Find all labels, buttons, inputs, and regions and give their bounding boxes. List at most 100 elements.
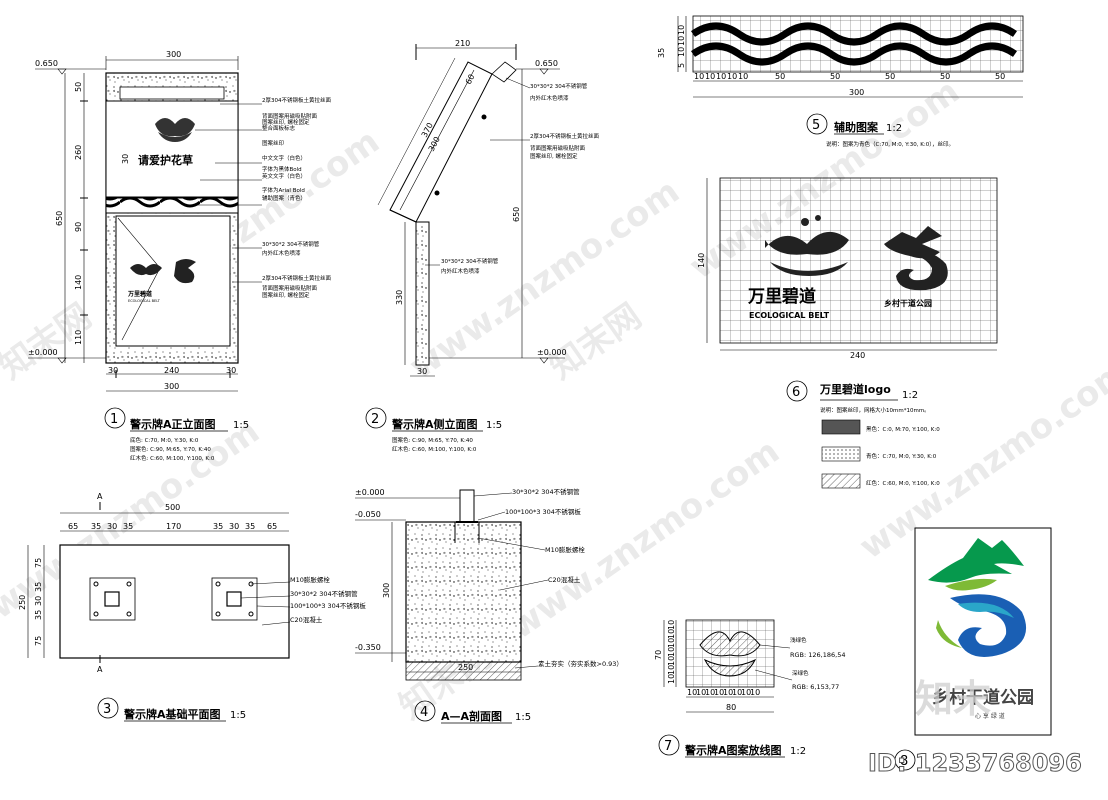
logo-text: 万里碧道 [127,290,152,298]
svg-text:50: 50 [830,72,840,81]
svg-text:M10膨胀螺栓: M10膨胀螺栓 [290,575,330,584]
svg-text:字体为黑体Bold: 字体为黑体Bold [262,165,302,173]
dim-left-4: 110 [74,330,83,345]
svg-text:10: 10 [750,688,760,697]
svg-text:250: 250 [18,595,27,610]
swirl-icon [950,594,1027,657]
svg-text:心 享 绿 道: 心 享 绿 道 [975,712,1005,720]
dim-left-total: 650 [55,211,64,226]
svg-text:140: 140 [697,253,706,268]
svg-text:30: 30 [107,522,117,531]
drawing-7-layout: 70 10 10 10 10 10 10 10 10 10 10 10 10 1… [654,619,846,758]
svg-text:10: 10 [716,72,726,81]
watermark-id: ID: 1233768096 [868,749,1082,777]
svg-text:300: 300 [382,583,391,598]
svg-text:6: 6 [792,385,800,400]
svg-text:RGB: 6,153,77: RGB: 6,153,77 [792,683,839,691]
svg-text:2厚304不锈钢板土黄拉丝面: 2厚304不锈钢板土黄拉丝面 [530,132,599,140]
mountain-logo-icon [884,226,948,291]
svg-text:说明：图案为青色（C:70, M:0, Y:30, K:0）: 说明：图案为青色（C:70, M:0, Y:30, K:0），丝印。 [826,140,954,148]
svg-text:乡村干道公园: 乡村干道公园 [884,298,932,308]
svg-text:500: 500 [165,503,180,512]
drawing-7-title: 警示牌A图案放线图 [684,743,782,757]
svg-text:30*30*2 304不锈钢管: 30*30*2 304不锈钢管 [530,82,588,90]
level-top: 0.650 [35,59,58,68]
logo-sub: ECOLOGICAL BELT [128,299,161,303]
svg-text:辅助图案（青色）: 辅助图案（青色） [262,194,306,202]
dim-top: 300 [166,50,181,59]
svg-text:2厚304不锈钢板土黄拉丝面: 2厚304不锈钢板土黄拉丝面 [262,96,331,104]
svg-text:2: 2 [371,412,379,427]
dim-text-height: 30 [121,154,130,164]
ecological-logo-icon [130,259,196,284]
svg-text:中文文字（白色）: 中文文字（白色） [262,154,306,162]
svg-text:内外红木色喷漆: 内外红木色喷漆 [530,94,569,102]
svg-text:10: 10 [667,620,676,630]
svg-text:30: 30 [34,596,43,606]
svg-text:10: 10 [732,688,742,697]
dim-top-2: 210 [455,39,470,48]
svg-text:10: 10 [723,688,733,697]
drawing-4-title: A—A剖面图 [441,709,502,723]
svg-text:A: A [97,492,103,501]
drawing-3-title: 警示牌A基础平面图 [123,707,221,721]
level-base: ±0.000 [28,348,58,357]
drawing-3-foundation-plan: A A 500 65 35 30 35 170 35 30 35 65 250 … [18,492,366,722]
svg-text:65: 65 [68,522,78,531]
logo-text-6: 万里碧道 [747,286,816,307]
svg-text:整合面板标志: 整合面板标志 [262,124,296,132]
svg-text:35: 35 [91,522,101,531]
svg-text:底色: C:70, M:0, Y:30, K:0: 底色: C:70, M:0, Y:30, K:0 [130,436,199,444]
svg-text:背面图案用磁吸贴附面: 背面图案用磁吸贴附面 [262,112,318,120]
svg-text:1:5: 1:5 [230,710,246,721]
svg-text:10: 10 [667,629,676,639]
drawing-1-scale: 1:5 [233,420,249,431]
svg-text:8: 8 [900,754,908,769]
svg-text:30*30*2 304不锈钢管: 30*30*2 304不锈钢管 [290,589,358,598]
drawing-1-front-elevation: 请爱护花草 万里碧道 ECOLOGICAL BELT 300 0.650 ±0.… [28,50,331,462]
svg-text:3: 3 [103,702,111,717]
mountain-icon [928,538,1024,583]
svg-text:浅绿色: 浅绿色 [790,636,807,644]
svg-text:30*30*2 304不锈钢管: 30*30*2 304不锈钢管 [262,240,320,248]
svg-text:10: 10 [677,36,686,46]
svg-text:30: 30 [417,367,427,376]
svg-text:10: 10 [705,688,715,697]
svg-text:4: 4 [420,705,428,720]
drawing-8-color-logo: 乡村干道公园 心 享 绿 道 8 [894,527,1052,771]
svg-text:深绿色: 深绿色 [792,669,809,677]
svg-text:字体为Arial Bold: 字体为Arial Bold [262,186,305,194]
svg-text:-0.050: -0.050 [355,510,381,519]
svg-text:M10膨胀螺栓: M10膨胀螺栓 [545,545,585,554]
svg-text:5: 5 [677,63,686,68]
svg-text:35: 35 [34,610,43,620]
svg-text:10: 10 [738,72,748,81]
svg-text:ECOLOGICAL BELT: ECOLOGICAL BELT [749,311,830,320]
svg-text:±0.000: ±0.000 [537,348,567,357]
svg-text:1:2: 1:2 [902,390,918,401]
svg-text:50: 50 [775,72,785,81]
svg-text:0.650: 0.650 [535,59,558,68]
svg-text:10: 10 [667,656,676,666]
svg-text:30*30*2 304不锈钢管: 30*30*2 304不锈钢管 [441,257,499,265]
svg-text:60: 60 [464,73,477,86]
svg-text:30: 30 [229,522,239,531]
svg-text:图案丝印, 螺栓固定: 图案丝印, 螺栓固定 [262,291,310,299]
svg-text:330: 330 [395,290,404,305]
svg-text:10: 10 [694,72,704,81]
dim-left-2: 90 [74,222,83,232]
svg-text:图案丝印, 螺栓固定: 图案丝印, 螺栓固定 [262,118,310,126]
svg-text:10: 10 [727,72,737,81]
drawing-5-title: 辅助图案 [834,120,879,134]
svg-text:10: 10 [705,72,715,81]
drawing-1-number: 1 [110,412,118,427]
svg-text:10: 10 [677,47,686,57]
svg-text:100*100*3 304不锈钢板: 100*100*3 304不锈钢板 [505,507,581,516]
svg-text:1:2: 1:2 [886,123,902,134]
svg-text:10: 10 [714,688,724,697]
svg-text:240: 240 [850,351,865,360]
svg-text:素土夯实（夯实系数>0.93）: 素土夯实（夯实系数>0.93） [538,659,623,668]
dim-bottom-0: 30 [108,366,118,375]
watermark-logo: 知末 [915,677,991,721]
